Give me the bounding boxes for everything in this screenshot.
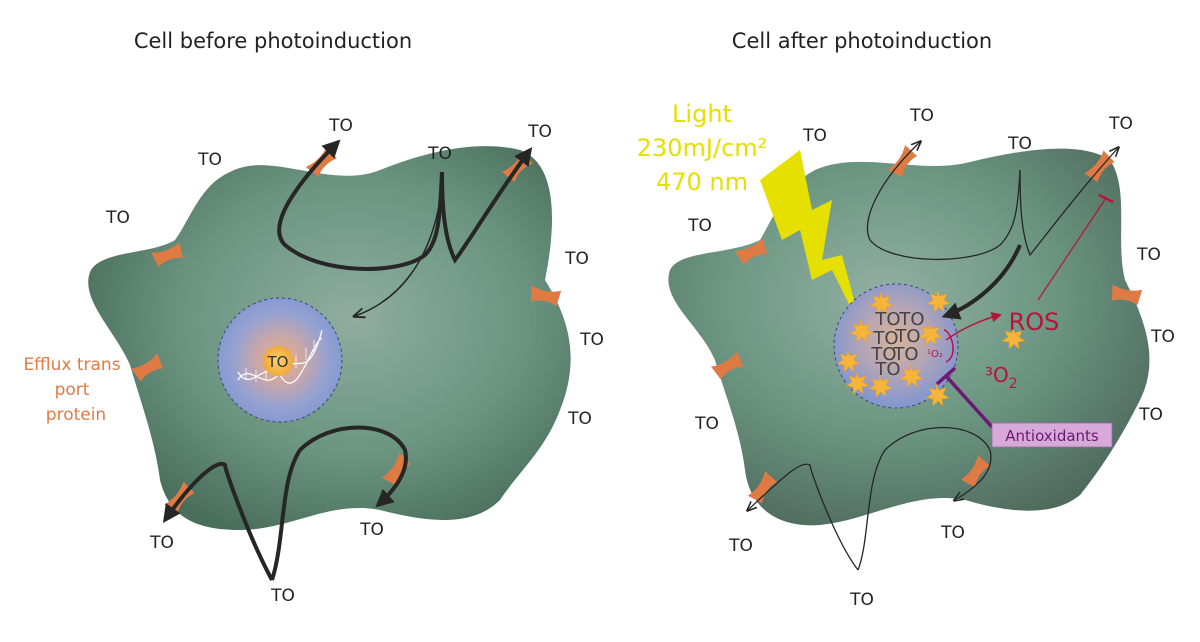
light-label-line2: 230mJ/cm² [637,134,768,162]
to-label: TO [1150,327,1175,347]
to-cluster-label: TO [870,344,896,365]
to-label: TO [1136,245,1161,265]
efflux-protein [747,471,778,504]
to-label: TO [687,216,712,236]
to-label: TO [149,533,174,553]
to-label: TO [940,523,965,543]
to-label: TO [105,208,130,228]
to-cluster-label: TO [898,309,924,330]
to-label: TO [197,150,222,170]
to-label: TO [270,586,295,606]
efflux-protein [530,285,562,307]
transport-arrows-before [162,139,533,581]
cell-before: TO TO TO TO TO TO TO TO TO TO TO TO Effl… [23,116,603,606]
nucleus-to-label: TO [267,353,289,371]
to-label: TO [1007,134,1032,154]
to-label: TO [802,126,827,146]
singlet-arc [943,329,954,363]
transport-arrows-after [748,142,1118,571]
to-label: TO [1108,114,1133,134]
to-label: TO [527,122,552,142]
light-label-line3: 470 nm [656,168,748,196]
efflux-label-line3: protein [46,405,106,425]
to-cluster-label: TO [894,326,920,347]
to-label: TO [427,144,452,164]
triplet-oxygen-main: ³O [985,363,1009,387]
to-cluster-label: TO [874,359,900,380]
triplet-oxygen-sub: 2 [1009,376,1018,392]
efflux-protein [131,353,164,382]
light-label-line1: Light [672,100,732,128]
to-label: TO [909,106,934,126]
to-label: TO [694,414,719,434]
to-label: TO [359,520,384,540]
to-cluster-label: TO [892,344,918,365]
efflux-protein [381,453,412,486]
to-label: TO [728,536,753,556]
title-before: Cell before photoinduction [134,29,412,53]
to-label: TO [1138,405,1163,425]
efflux-protein [1084,150,1115,183]
ros-pathway [945,193,1114,341]
cell-after: TO TO TO TO TO TO TO ¹O₂ ROS ³O2 [637,100,1175,610]
singlet-oxygen-label: ¹O₂ [927,349,943,360]
triplet-oxygen-label: ³O2 [985,363,1018,392]
efflux-protein [151,242,183,267]
efflux-protein [960,455,991,488]
to-core-before [263,346,293,376]
efflux-protein [711,351,744,380]
starbursts [836,289,1026,407]
antioxidants-label: Antioxidants [1005,427,1099,445]
antioxidants-box [991,422,1113,448]
to-label: TO [564,249,589,269]
efflux-label-line2: port [55,380,90,400]
antioxidant-inhibitor [935,366,994,429]
to-label: TO [849,590,874,610]
efflux-label-line1: Efflux trans [23,355,120,375]
to-label: TO [567,409,592,429]
title-after: Cell after photoinduction [732,29,992,53]
efflux-protein [1111,284,1143,306]
to-label: TO [579,330,604,350]
to-label: TO [328,116,353,136]
efflux-protein [735,238,768,265]
to-cluster-label: TO [872,328,898,349]
lightning-bolt-icon [760,150,862,330]
to-cluster-label: TO [874,309,900,330]
ros-label: ROS [1009,308,1060,336]
